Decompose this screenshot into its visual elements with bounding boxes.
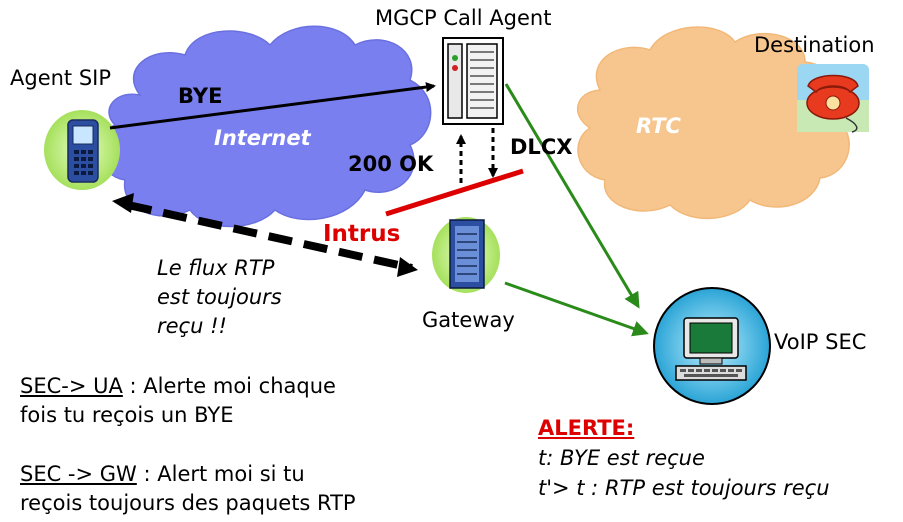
telephone-icon xyxy=(797,64,869,133)
rtc-cloud xyxy=(576,26,850,220)
gateway-server-icon xyxy=(432,217,500,293)
sec-ua-line1: SEC-> UA : Alerte moi chaque xyxy=(20,374,336,398)
internet-label: Internet xyxy=(214,126,311,150)
rtp-flow-arrowhead-left xyxy=(112,193,134,213)
internet-cloud xyxy=(98,25,432,228)
bye-label: BYE xyxy=(178,84,223,108)
rtp-note-line1: Le flux RTP xyxy=(157,256,275,280)
rtp-note-line2: est toujours xyxy=(157,285,282,309)
alerte-line2: t'> t : RTP est toujours reçu xyxy=(538,476,830,500)
gateway-to-sec-arrow xyxy=(504,281,649,337)
rtp-flow-arrowhead-right xyxy=(397,257,418,277)
sec-ua-head: SEC-> UA xyxy=(20,374,123,398)
intrus-red-line xyxy=(385,168,524,217)
monitoring-computer-icon xyxy=(653,287,771,405)
bye-arrow xyxy=(109,82,436,130)
intrus-label: Intrus xyxy=(323,221,401,247)
sec-gw-line1: SEC -> GW : Alert moi si tu xyxy=(20,462,305,486)
rtp-note-line3: reçu !! xyxy=(157,314,227,338)
cell-phone-icon xyxy=(44,110,120,190)
alerte-title: ALERTE: xyxy=(538,416,635,440)
agent-to-sec-arrow xyxy=(504,83,640,309)
agent-sip-label: Agent SIP xyxy=(10,66,112,90)
mgcp-call-agent-label: MGCP Call Agent xyxy=(375,6,552,30)
sec-gw-rest: : Alert moi si tu xyxy=(136,462,305,486)
ok200-label: 200 OK xyxy=(348,152,434,176)
sec-ua-line2: fois tu reçois un BYE xyxy=(20,403,234,427)
alerte-line1: t: BYE est reçue xyxy=(538,446,705,470)
sec-gw-head: SEC -> GW xyxy=(20,462,137,486)
server-icon xyxy=(442,37,504,125)
rtp-flow-arrow xyxy=(127,201,413,272)
dlcx-label: DLCX xyxy=(510,135,573,159)
sec-gw-line2: reçois toujours des paquets RTP xyxy=(20,491,356,515)
voip-sec-label: VoIP SEC xyxy=(774,330,867,354)
sec-ua-rest: : Alerte moi chaque xyxy=(122,374,336,398)
rtc-label: RTC xyxy=(636,114,681,138)
destination-label: Destination xyxy=(754,33,875,57)
gateway-label: Gateway xyxy=(422,308,515,332)
